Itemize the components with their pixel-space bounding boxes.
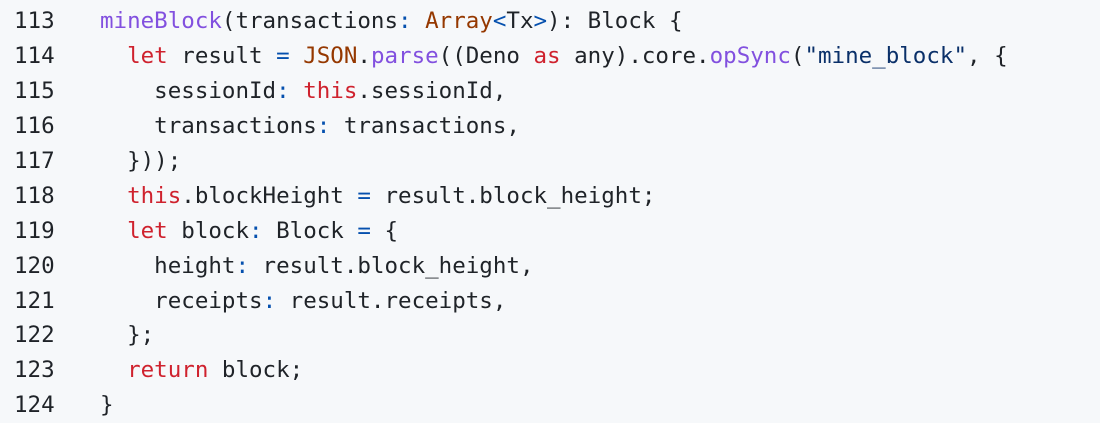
line-code: height: result.block_height, (100, 253, 1100, 279)
line-number[interactable]: 115 (14, 78, 55, 105)
code-token: parse (370, 43, 439, 70)
code-token: } (100, 392, 114, 419)
code-line: 113 mineBlock(transactions: Array<Tx>): B… (0, 4, 1100, 39)
code-token: : (316, 113, 331, 140)
line-number[interactable]: 113 (14, 8, 55, 35)
code-token: : (249, 217, 263, 244)
code-token: = (276, 43, 290, 70)
line-code: })); (100, 148, 1100, 174)
code-token: result.block_height, (249, 252, 534, 279)
code-token: transactions (100, 113, 317, 140)
code-token: result (167, 43, 277, 70)
code-token: this (303, 78, 358, 105)
line-number[interactable]: 114 (14, 43, 55, 70)
code-token: : (262, 287, 277, 314)
code-token: = (357, 217, 371, 244)
code-token: result.block_height; (370, 182, 656, 209)
code-token (100, 183, 127, 209)
line-code: sessionId: this.sessionId, (100, 78, 1100, 104)
line-code: this.blockHeight = result.block_height; (100, 183, 1100, 209)
code-token: let (127, 43, 168, 70)
line-number[interactable]: 117 (14, 148, 55, 174)
line-code: }; (100, 322, 1100, 348)
code-token: mineBlock (100, 8, 222, 35)
code-line: 123 return block; (0, 353, 1100, 388)
code-token (290, 78, 304, 104)
code-token: > (533, 8, 548, 35)
code-line: 124} (0, 388, 1100, 423)
code-line: 120 height: result.block_height, (0, 248, 1100, 283)
code-token (412, 8, 426, 34)
code-token: = (357, 182, 371, 209)
code-line: 116 transactions: transactions, (0, 109, 1100, 144)
code-line: 118 this.blockHeight = result.block_heig… (0, 178, 1100, 213)
code-token: let (127, 217, 168, 244)
line-number[interactable]: 120 (14, 252, 55, 279)
code-token: .sessionId, (357, 78, 507, 105)
code-token: as (533, 43, 561, 70)
code-token: any).core. (560, 43, 710, 70)
line-code: let result = JSON.parse((Deno as any).co… (100, 43, 1100, 69)
code-line: 117 })); (0, 144, 1100, 179)
code-token: }; (100, 322, 155, 349)
code-token: . (357, 43, 371, 70)
code-token: height (100, 252, 236, 279)
code-token: block; (208, 357, 304, 384)
line-number[interactable]: 121 (14, 287, 55, 314)
line-code: return block; (100, 357, 1100, 383)
line-number[interactable]: 118 (14, 182, 55, 209)
line-code: receipts: result.receipts, (100, 288, 1100, 314)
code-line: 119 let block: Block = { (0, 213, 1100, 248)
code-token: { (370, 217, 399, 244)
code-token: < (492, 8, 507, 35)
code-token: : (276, 78, 290, 105)
code-token: JSON (303, 43, 358, 70)
code-line: 114 let result = JSON.parse((Deno as any… (0, 39, 1100, 74)
code-line: 115 sessionId: this.sessionId, (0, 74, 1100, 109)
code-token: sessionId (100, 78, 277, 105)
code-token: this (127, 182, 182, 209)
code-token: ): Block { (547, 8, 683, 35)
code-token (100, 218, 127, 244)
code-token: ((Deno (438, 43, 534, 70)
code-token: })); (100, 148, 182, 174)
code-token (100, 357, 127, 383)
code-token (290, 43, 304, 69)
code-token: return (127, 357, 209, 384)
line-number[interactable]: 116 (14, 113, 55, 140)
code-token: .blockHeight (181, 182, 358, 209)
line-code: mineBlock(transactions: Array<Tx>): Bloc… (100, 8, 1100, 34)
code-token: , { (967, 43, 1008, 70)
line-number[interactable]: 123 (14, 357, 55, 384)
code-token: "mine_block" (804, 43, 967, 70)
code-token: transactions, (330, 113, 520, 140)
code-token: : (235, 252, 250, 279)
code-token: block (167, 217, 250, 244)
line-number[interactable]: 124 (14, 392, 55, 419)
code-token: opSync (709, 43, 791, 70)
code-token: ( (790, 43, 805, 70)
line-code: transactions: transactions, (100, 113, 1100, 139)
line-code: } (100, 392, 1100, 418)
code-token: result.receipts, (276, 287, 507, 314)
code-token: Array (425, 8, 493, 35)
code-token: (transactions (221, 8, 399, 35)
code-token: Tx (506, 8, 534, 35)
line-number[interactable]: 122 (14, 322, 55, 349)
code-token: receipts (100, 287, 263, 314)
code-line: 122 }; (0, 318, 1100, 353)
code-line: 121 receipts: result.receipts, (0, 283, 1100, 318)
code-token: : (398, 8, 412, 35)
code-token (100, 43, 127, 69)
line-code: let block: Block = { (100, 218, 1100, 244)
code-token: Block (262, 217, 358, 244)
line-number[interactable]: 119 (14, 217, 55, 244)
